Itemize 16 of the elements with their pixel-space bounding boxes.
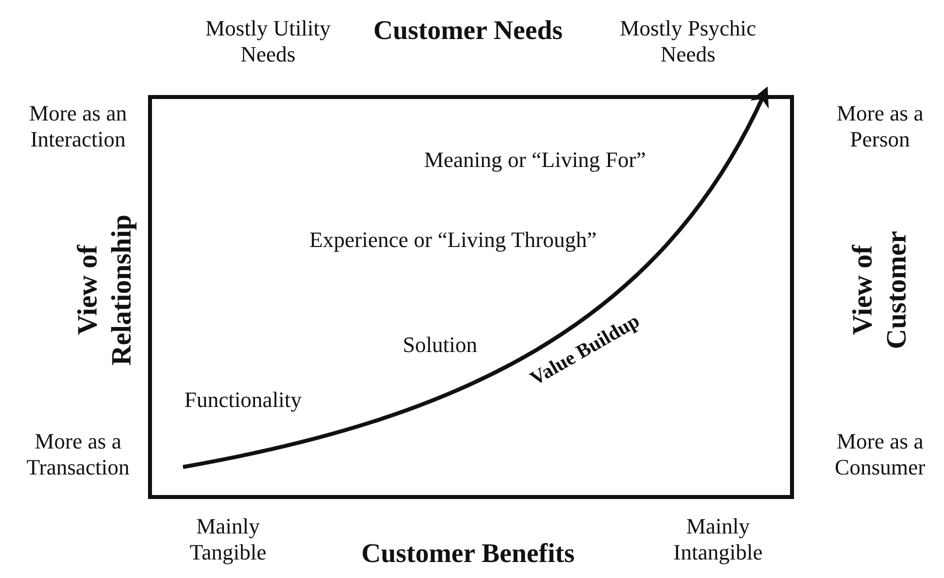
axis-title: View of Customer: [846, 230, 913, 352]
axis-end-label: Mostly Utility Needs: [204, 16, 332, 68]
axis-end-label: Mainly Tangible: [188, 514, 268, 566]
axis-end-label: More as a Person: [836, 100, 924, 154]
level-label: Meaning or “Living For”: [423, 146, 647, 174]
axis-title: Customer Benefits: [360, 536, 576, 570]
axis-end-label: More as an Interaction: [28, 100, 128, 154]
axis-end-label: More as a Consumer: [834, 428, 926, 482]
axis-end-label: Mostly Psychic Needs: [618, 16, 758, 68]
level-label: Experience or “Living Through”: [308, 226, 598, 254]
level-label: Functionality: [183, 386, 303, 414]
axis-end-label: Mainly Intangible: [672, 514, 764, 566]
axis-title: Customer Needs: [372, 14, 564, 46]
axis-title: View of Relationship: [71, 214, 138, 368]
axis-end-label: More as a Transaction: [25, 428, 131, 482]
level-label: Solution: [402, 332, 478, 358]
